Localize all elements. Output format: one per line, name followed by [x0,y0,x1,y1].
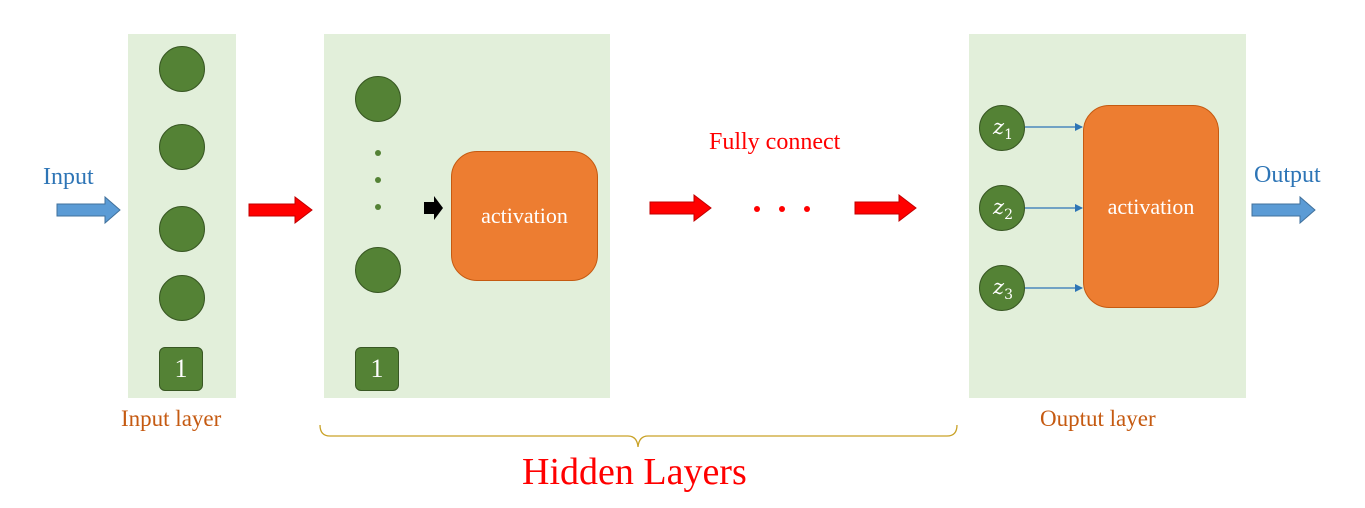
hidden-bias-node: 1 [355,347,399,391]
hidden-node [355,247,401,293]
ellipsis-dot [375,204,381,210]
output-activation-box: activation [1083,105,1219,308]
output-node-z3 [979,265,1025,311]
red-arrow [854,193,917,223]
input-node [159,124,205,170]
output-arrow [1251,195,1316,225]
input-node [159,206,205,252]
z3-label: z3 [993,275,1013,304]
input-bias-node: 1 [159,347,203,391]
output-layer-caption: Ouptut layer [1040,406,1156,431]
output-node-z1 [979,105,1025,151]
input-arrow [56,195,121,225]
red-ellipsis-dot [779,206,785,212]
hidden-activation-box: activation [451,151,598,281]
input-label: Input [43,164,94,190]
red-arrow [248,195,313,225]
z1-label: z1 [993,115,1013,144]
hidden-node [355,76,401,122]
ellipsis-dot [375,150,381,156]
fully-connect-label: Fully connect [709,129,841,155]
hidden-layers-caption: Hidden Layers [522,451,747,493]
output-label: Output [1254,162,1321,188]
input-layer-caption: Input layer [121,406,222,431]
output-node-z2 [979,185,1025,231]
red-arrow [649,193,712,223]
red-ellipsis-dot [754,206,760,212]
hidden-layers-brace [319,424,958,448]
input-node [159,275,205,321]
input-node [159,46,205,92]
z2-label: z2 [993,195,1013,224]
black-arrow [424,196,443,220]
red-ellipsis-dot [804,206,810,212]
ellipsis-dot [375,177,381,183]
